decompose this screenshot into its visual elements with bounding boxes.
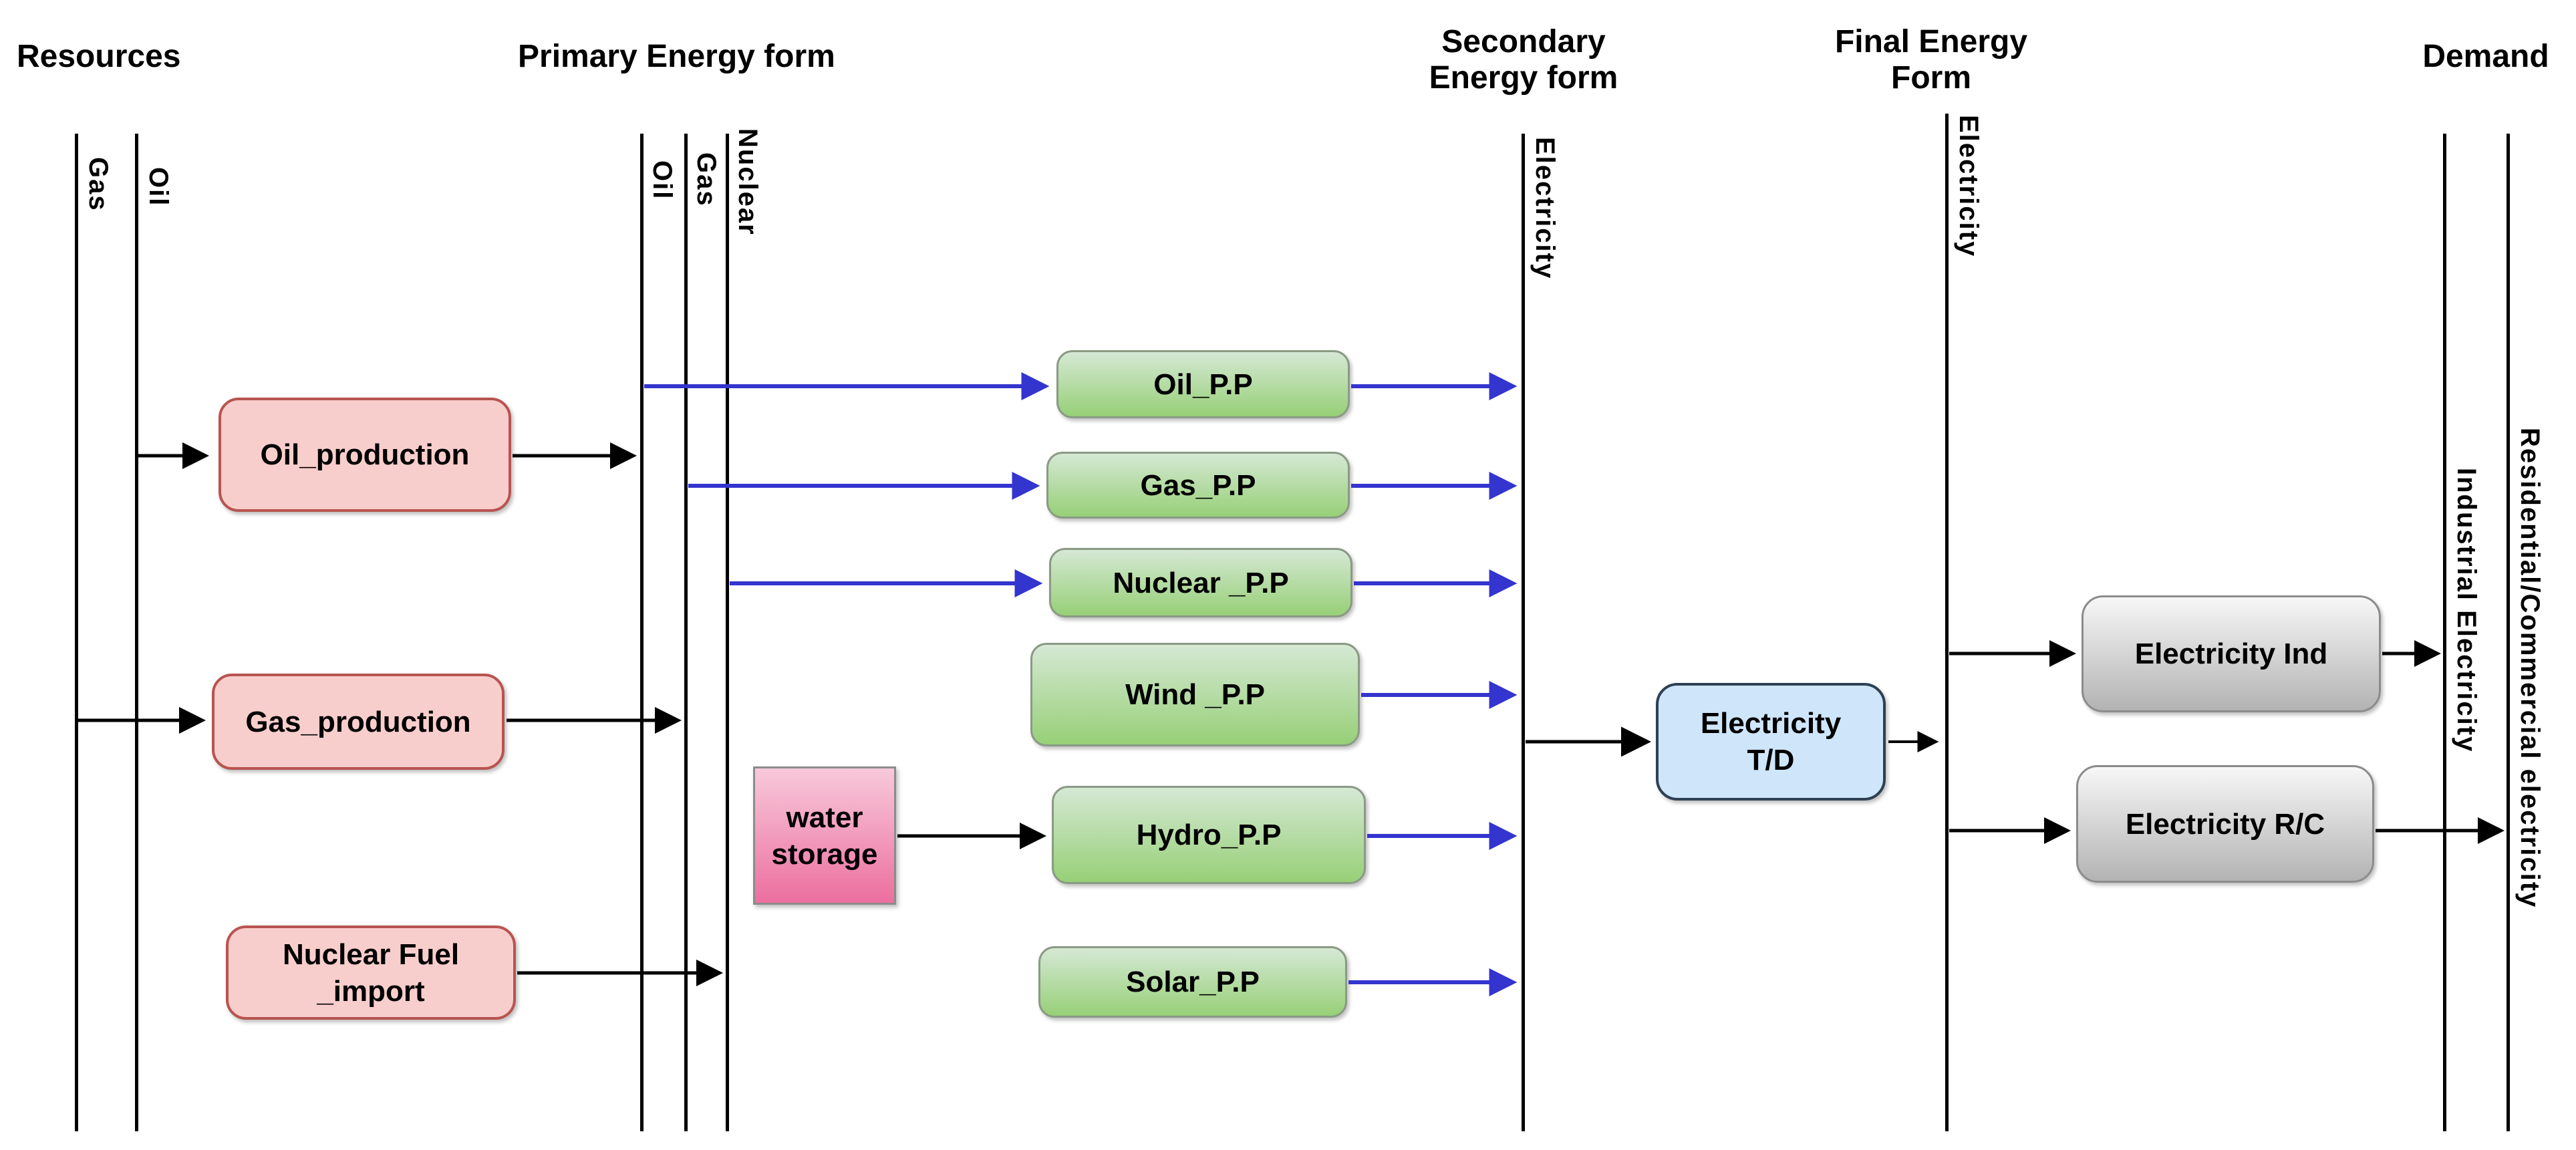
gas-primary-label: Gas	[692, 152, 721, 207]
gas-primary-line	[684, 134, 688, 1131]
oil-primary-line	[640, 134, 643, 1131]
oil-resource-line	[135, 134, 138, 1131]
electricity-secondary-line	[1522, 134, 1525, 1131]
header-secondary-energy: Secondary Energy form	[1429, 24, 1618, 96]
node-electricity-ind[interactable]: Electricity Ind	[2082, 595, 2381, 712]
node-gas-production[interactable]: Gas_production	[212, 674, 505, 770]
oil-primary-label: Oil	[648, 160, 677, 200]
industrial-demand-label: Industrial Electricity	[2452, 468, 2481, 753]
node-electricity-td[interactable]: Electricity T/D	[1656, 683, 1886, 801]
node-nuclear-pp[interactable]: Nuclear _P.P	[1049, 548, 1352, 617]
header-primary-energy: Primary Energy form	[518, 39, 835, 74]
electricity-secondary-label: Electricity	[1530, 137, 1560, 280]
node-oil-pp[interactable]: Oil_P.P	[1056, 350, 1350, 418]
node-wind-pp[interactable]: Wind _P.P	[1030, 643, 1360, 746]
residential-demand-label: Residential/Commercial electricity	[2515, 428, 2545, 909]
node-solar-pp[interactable]: Solar_P.P	[1038, 946, 1347, 1018]
node-oil-production[interactable]: Oil_production	[219, 398, 511, 512]
industrial-demand-line	[2443, 134, 2446, 1131]
node-nuclear-fuel-import[interactable]: Nuclear Fuel _import	[226, 925, 516, 1020]
header-resources: Resources	[17, 39, 181, 74]
electricity-final-line	[1945, 114, 1949, 1131]
node-hydro-pp[interactable]: Hydro_P.P	[1052, 786, 1366, 884]
oil-resource-label: Oil	[144, 167, 173, 207]
node-electricity-rc[interactable]: Electricity R/C	[2076, 765, 2374, 883]
header-demand: Demand	[2422, 39, 2549, 74]
gas-resource-line	[75, 134, 78, 1131]
gas-resource-label: Gas	[84, 157, 113, 212]
nuclear-primary-label: Nuclear	[733, 128, 762, 236]
electricity-final-label: Electricity	[1954, 115, 1983, 258]
header-final-energy: Final Energy Form	[1834, 24, 2028, 96]
node-gas-pp[interactable]: Gas_P.P	[1046, 452, 1350, 519]
nuclear-primary-line	[726, 134, 729, 1131]
node-water-storage[interactable]: water storage	[753, 766, 896, 905]
residential-demand-line	[2507, 134, 2510, 1131]
